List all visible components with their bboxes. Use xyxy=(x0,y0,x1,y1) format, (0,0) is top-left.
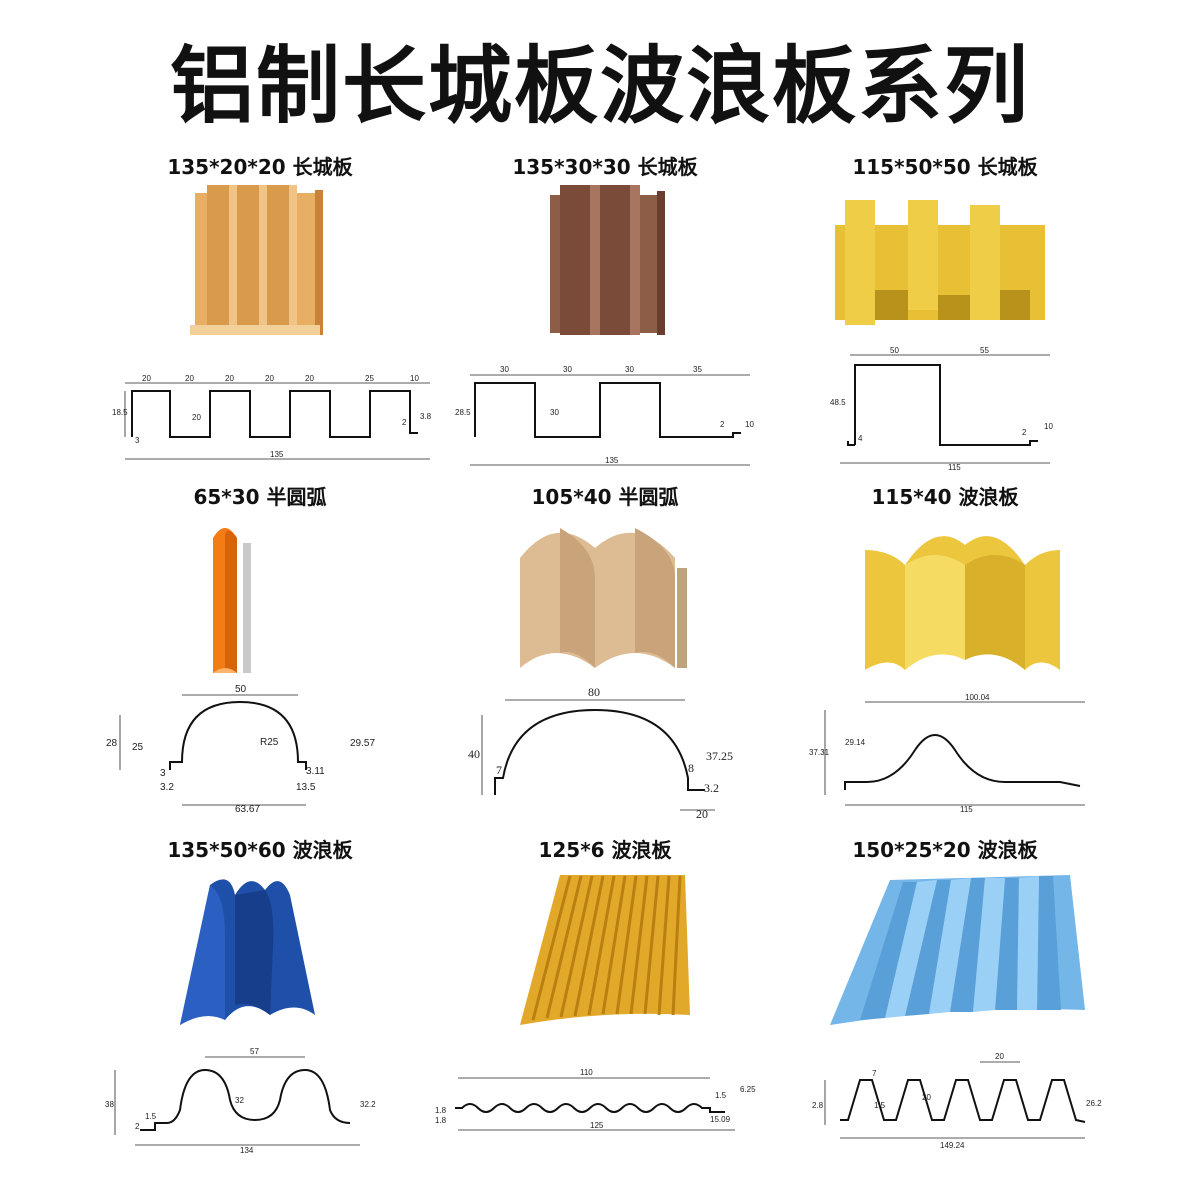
profile-drawing: 50 55 48.5 4 2 10 115 xyxy=(830,346,1053,472)
profile-drawing: 57 38 32 32.2 1.5 2 134 xyxy=(105,1047,376,1155)
dim-label: 30 xyxy=(625,365,634,374)
profile-drawing: 20 7 20 2.8 1.5 26.2 149.24 xyxy=(812,1052,1102,1150)
dim-label: 2 xyxy=(1022,428,1027,437)
profile-drawing: 110 1.5 6.25 1.8 1.8 15.09 125 xyxy=(435,1068,756,1131)
dim-label: 38 xyxy=(105,1100,114,1109)
dim-label: 4 xyxy=(858,434,863,443)
dim-label: 115 xyxy=(960,805,973,814)
dim-label: 28 xyxy=(106,738,118,749)
dim-label: 2 xyxy=(135,1122,140,1131)
dim-label: 40 xyxy=(468,747,480,761)
product-caption: 150*25*20 波浪板 xyxy=(852,838,1038,862)
dim-label: 20 xyxy=(265,374,274,383)
product-image xyxy=(865,536,1060,670)
dim-label: 37.25 xyxy=(706,749,733,763)
product-image xyxy=(550,185,665,335)
dim-label: 25 xyxy=(132,742,144,753)
dim-label: 18.5 xyxy=(112,408,128,417)
dim-label: 15.09 xyxy=(710,1115,731,1124)
dim-label: 10 xyxy=(1044,422,1053,431)
product-image xyxy=(213,528,251,673)
dim-label: 80 xyxy=(588,685,600,699)
dim-label: 25 xyxy=(365,374,374,383)
dim-label: 29.57 xyxy=(350,738,375,749)
dim-label: 26.2 xyxy=(1086,1099,1102,1108)
page-title: 铝制长城板波浪板系列 xyxy=(169,37,1030,135)
dim-label: 48.5 xyxy=(830,398,846,407)
dim-label: 32.2 xyxy=(360,1100,376,1109)
dim-label: 2 xyxy=(720,420,725,429)
dim-label: 50 xyxy=(890,346,899,355)
dim-label: 20 xyxy=(142,374,151,383)
dim-label: 2 xyxy=(402,418,407,427)
dim-label: 20 xyxy=(305,374,314,383)
product-caption: 125*6 波浪板 xyxy=(538,838,672,862)
dim-label: 6.25 xyxy=(740,1085,756,1094)
dim-label: 1.5 xyxy=(715,1091,727,1100)
profile-drawing: 50 28 25 R25 29.57 3 3.11 3.2 13.5 63.67 xyxy=(106,684,375,815)
product-caption: 135*50*60 波浪板 xyxy=(167,838,353,862)
dim-label: 20 xyxy=(192,413,201,422)
dim-label: 30 xyxy=(550,408,559,417)
dim-label: 2.8 xyxy=(812,1101,824,1110)
dim-label: 30 xyxy=(563,365,572,374)
dim-label: 20 xyxy=(696,807,708,821)
dim-label: 37.31 xyxy=(809,748,830,757)
dim-label: 20 xyxy=(225,374,234,383)
dim-label: 7 xyxy=(496,763,502,777)
dim-label: 3.8 xyxy=(420,412,432,421)
dim-label: 8 xyxy=(688,761,694,775)
dim-label: 63.67 xyxy=(235,804,260,815)
product-caption: 115*50*50 长城板 xyxy=(852,155,1038,179)
profile-drawing: 30 30 30 35 28.5 30 2 10 135 xyxy=(455,365,754,466)
dim-label: 3 xyxy=(135,436,140,445)
product-caption: 105*40 半圆弧 xyxy=(531,485,679,509)
dim-label: 135 xyxy=(270,450,284,459)
product-image xyxy=(180,879,315,1025)
dim-label: 7 xyxy=(872,1069,877,1078)
dim-label: 1.5 xyxy=(874,1101,886,1110)
profile-drawing: 80 40 7 8 37.25 3.2 20 xyxy=(468,685,733,821)
dim-label: 55 xyxy=(980,346,989,355)
profile-drawing: 20 20 20 20 20 25 10 18.5 20 3 2 3.8 135 xyxy=(112,374,432,460)
profile-drawing: 100.04 37.31 29.14 115 xyxy=(809,693,1085,814)
dim-label: 20 xyxy=(995,1052,1004,1061)
dim-label: 10 xyxy=(410,374,419,383)
dim-label: 115 xyxy=(948,463,961,472)
dim-label: 1.8 xyxy=(435,1106,447,1115)
product-image xyxy=(835,200,1045,325)
dim-label: 3.2 xyxy=(160,782,174,793)
dim-label: 35 xyxy=(693,365,702,374)
product-caption: 135*20*20 长城板 xyxy=(167,155,353,179)
dim-label: 125 xyxy=(590,1121,604,1130)
product-image xyxy=(520,875,690,1025)
dim-label: 20 xyxy=(185,374,194,383)
dim-label: 13.5 xyxy=(296,782,316,793)
product-image xyxy=(190,185,323,335)
dim-label: 29.14 xyxy=(845,738,866,747)
dim-label: 149.24 xyxy=(940,1141,965,1150)
dim-label: 110 xyxy=(580,1068,593,1077)
dim-label: 30 xyxy=(500,365,509,374)
dim-label: 3 xyxy=(160,768,166,779)
dim-label: 28.5 xyxy=(455,408,471,417)
dim-label: 10 xyxy=(745,420,754,429)
product-image xyxy=(830,875,1085,1025)
dim-label: 3.11 xyxy=(306,766,325,777)
dim-label: 100.04 xyxy=(965,693,990,702)
dim-label: 1.8 xyxy=(435,1116,447,1125)
product-caption: 115*40 波浪板 xyxy=(871,485,1019,509)
product-image xyxy=(520,528,687,668)
dim-label: 134 xyxy=(240,1146,254,1155)
dim-label: 1.5 xyxy=(145,1112,157,1121)
dim-label: R25 xyxy=(260,737,279,748)
dim-label: 57 xyxy=(250,1047,259,1056)
dim-label: 135 xyxy=(605,456,619,465)
product-caption: 135*30*30 长城板 xyxy=(512,155,698,179)
dim-label: 50 xyxy=(235,684,247,695)
dim-label: 20 xyxy=(922,1093,931,1102)
product-caption: 65*30 半圆弧 xyxy=(193,485,327,509)
dim-label: 3.2 xyxy=(704,781,719,795)
dim-label: 32 xyxy=(235,1096,244,1105)
